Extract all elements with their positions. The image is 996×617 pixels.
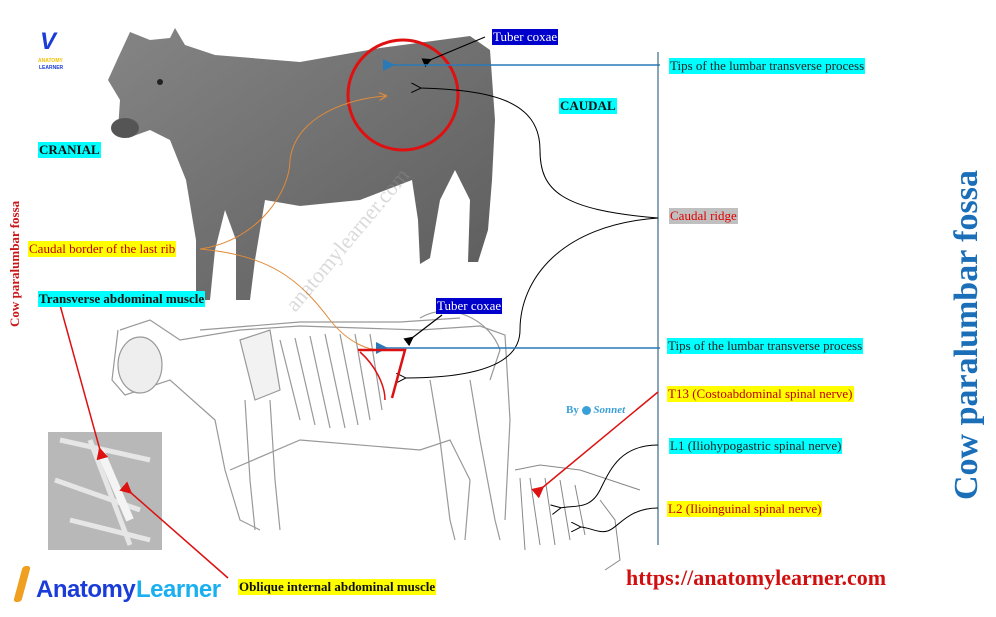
lumbar-spine-drawing: [514, 464, 641, 571]
label-tips-lumbar-bottom: Tips of the lumbar transverse process: [667, 338, 864, 354]
credit-name: Sonnet: [593, 404, 626, 416]
logo-small-bottom: LEARNER: [39, 65, 64, 71]
label-caudal-border-last-rib: Caudal border of the last rib: [28, 241, 177, 257]
logo-word-anatomy: Anatomy: [36, 576, 136, 603]
website-url[interactable]: https://anatomylearner.com: [626, 565, 887, 590]
logo-word-learner: Learner: [136, 576, 221, 603]
muscle-photo: [48, 432, 162, 550]
label-l1: L1 (Iliohypogastric spinal nerve): [669, 438, 843, 454]
small-logo: V ANATOMY LEARNER: [34, 28, 68, 74]
credit: By Sonnet: [566, 404, 625, 416]
side-title-vertical: Cow paralumbar fossa: [7, 200, 22, 327]
label-transverse-abdominal-muscle: Transverse abdominal muscle: [38, 291, 206, 307]
label-tuber-coxae-bottom: Tuber coxae: [436, 298, 503, 314]
logo-v-icon: V: [40, 28, 57, 55]
logo-small-top: ANATOMY: [38, 58, 63, 64]
label-tuber-coxae-top: Tuber coxae: [492, 29, 559, 45]
label-caudal: CAUDAL: [559, 98, 617, 114]
label-t13: T13 (Costoabdominal spinal nerve): [667, 386, 854, 402]
main-title-vertical: Cow paralumbar fossa: [948, 170, 985, 500]
label-l2: L2 (Ilioinguinal spinal nerve): [667, 501, 823, 517]
fossa-highlight-circle: [346, 38, 460, 152]
cow-photo: [108, 28, 495, 300]
skeleton-drawing: [111, 310, 511, 541]
label-cranial: CRANIAL: [38, 142, 101, 158]
credit-by: By: [566, 404, 579, 416]
label-oblique-internal: Oblique internal abdominal muscle: [238, 579, 437, 595]
anatomy-learner-logo: Anatomy Learner: [13, 566, 228, 610]
label-caudal-ridge: Caudal ridge: [669, 208, 738, 224]
label-tips-lumbar-top: Tips of the lumbar transverse process: [669, 58, 866, 74]
sonnet-icon: [581, 405, 591, 415]
